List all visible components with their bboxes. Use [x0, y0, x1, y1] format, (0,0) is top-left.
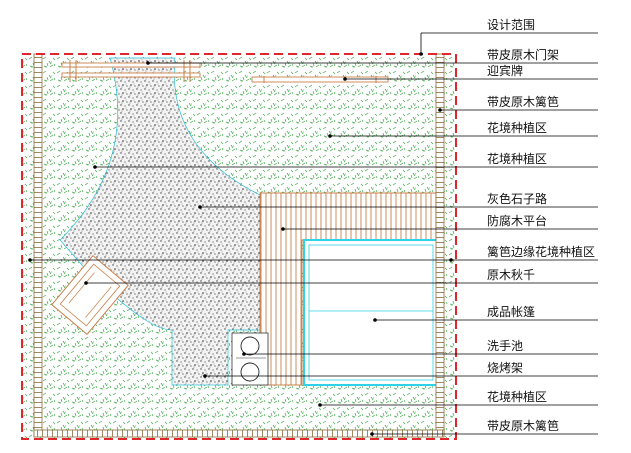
label-fence-edge-planting: 篱笆边缘花境种植区 [487, 244, 595, 259]
bbq-rack-symbol [240, 362, 260, 382]
label-planting-area-3: 花境种植区 [487, 389, 547, 404]
leader-dots [28, 52, 453, 436]
log-swing-symbol [51, 254, 129, 336]
leader-lines [30, 32, 598, 435]
label-tent: 成品帐篷 [487, 304, 535, 319]
fence-left [33, 53, 43, 437]
label-log-swing: 原木秋千 [487, 268, 535, 282]
welcome-sign-symbol [251, 76, 389, 83]
label-planting-area-1: 花境种植区 [487, 120, 547, 135]
label-hand-wash-basin: 洗手池 [487, 339, 523, 353]
label-bark-log-gate: 带皮原木门架 [487, 47, 559, 62]
label-wood-platform: 防腐木平台 [487, 213, 547, 228]
tent-outline [303, 239, 439, 386]
label-bbq-rack: 烧烤架 [487, 360, 523, 375]
label-design-boundary: 设计范围 [487, 18, 535, 32]
design-boundary [21, 53, 457, 440]
fence-bottom [33, 429, 445, 438]
gravel-path-area [59, 57, 263, 386]
hand-wash-basin-symbol [240, 336, 260, 356]
label-bark-log-fence-top: 带皮原木篱笆 [487, 94, 559, 109]
label-welcome-sign: 迎宾牌 [487, 63, 523, 78]
log-gate-symbol [61, 60, 201, 82]
label-gray-gravel-path: 灰色石子路 [487, 191, 547, 206]
label-planting-area-2: 花境种植区 [487, 151, 547, 166]
label-bark-log-fence-bottom: 带皮原木篱笆 [487, 418, 559, 433]
